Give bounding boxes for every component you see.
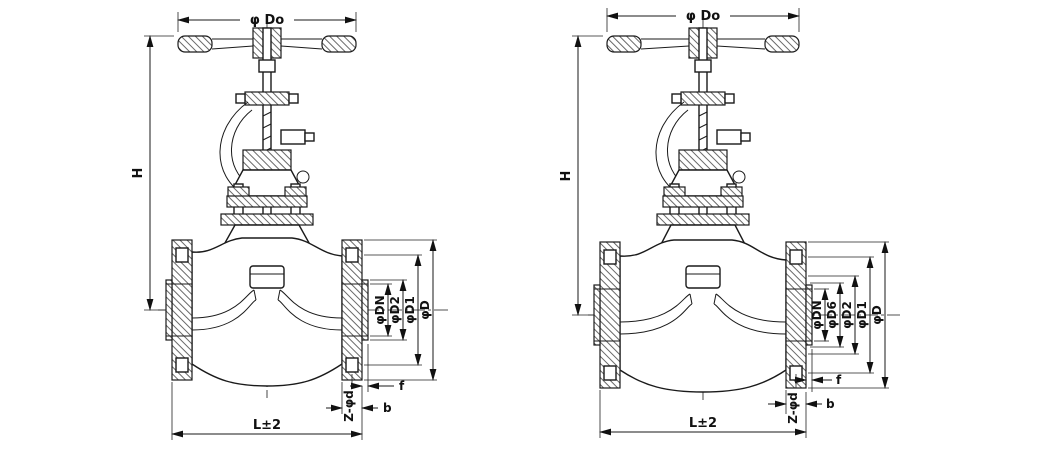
raised-face-right [805,284,813,346]
bolt-hole [603,249,617,265]
bolt-hole [175,357,189,373]
dim-label-height: H [131,168,146,179]
dim-label-thickness: b [826,397,835,411]
stuffing-box [678,149,728,171]
pin-hole [296,170,310,184]
dim-label-bolt-holes: Z-φd [342,390,356,421]
body-flange [656,213,750,226]
raised-face-right [361,279,369,341]
stuffing-box [242,149,292,171]
dimensions-right: φ Do H φDN φD6 φD2 φD1 φ [559,8,889,438]
valve-left-drawing: φ Do H φDN φD2 φD1 φD [131,12,450,440]
bolt-hole [345,357,359,373]
valve-body [593,239,813,393]
dim-label-d6: φD6 [825,301,839,329]
dim-label-d: φD [870,305,884,324]
gland-flange [680,91,726,106]
bonnet-flange [226,195,308,208]
dim-label-do: φ Do [250,13,284,28]
dim-label-do: φ Do [686,9,720,24]
dim-label-length: L±2 [253,418,281,433]
dim-label-bolt-holes: Z-φd [786,392,800,423]
pin-hole [732,170,746,184]
valve-right-drawing: φ Do H φDN φD6 φD2 φD1 φ [559,8,900,438]
dim-label-face: f [836,373,842,387]
disc [249,265,285,289]
dimensions-left: φ Do H φDN φD2 φD1 φD [131,12,437,440]
side-bracket [280,129,306,145]
disc [685,265,721,289]
bolt-hole [175,247,189,263]
dim-label-length: L±2 [689,416,717,431]
dim-label-d1: φD1 [403,296,417,324]
body-flange [220,213,314,226]
bolt-hole [789,249,803,265]
dim-label-d1: φD1 [855,301,869,329]
gland-flange [244,91,290,106]
stem-nut [258,59,276,73]
side-bracket [716,129,742,145]
bonnet-flange [662,195,744,208]
dim-label-d: φD [418,300,432,319]
dim-label-face: f [399,379,405,393]
bolt-hole [345,247,359,263]
dim-label-height: H [559,171,574,182]
dim-label-dn: φDN [810,300,824,329]
raised-face-left [165,279,173,341]
dim-label-dn: φDN [373,295,387,324]
dim-label-thickness: b [383,401,392,415]
stem-nut [694,59,712,73]
dim-label-d2: φD2 [388,296,402,324]
dim-label-d2: φD2 [840,301,854,329]
valve-body [165,237,369,387]
bonnet-assembly [655,91,751,253]
bolt-hole [603,365,617,381]
raised-face-left [593,284,601,346]
